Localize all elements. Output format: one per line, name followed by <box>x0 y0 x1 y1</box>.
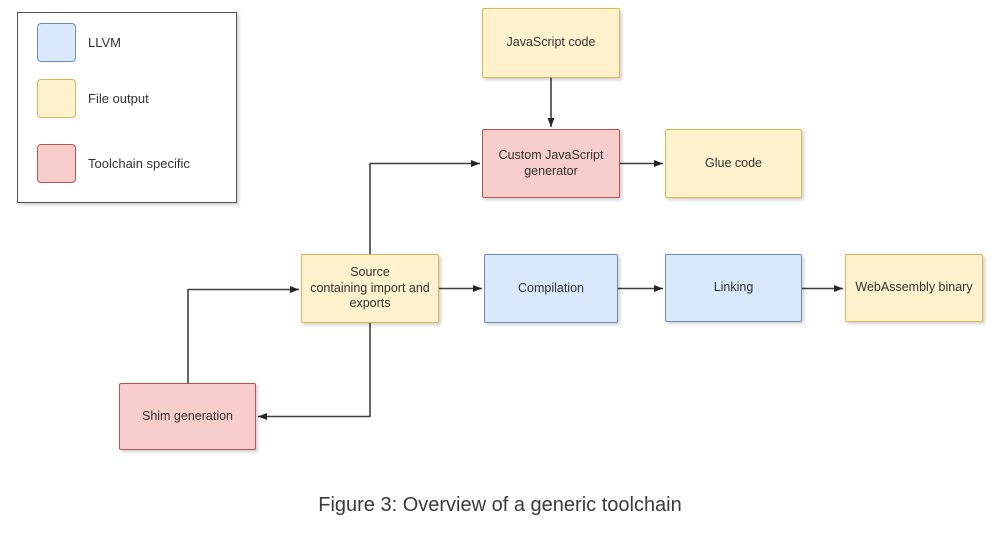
node-compilation-label: Compilation <box>517 280 584 295</box>
node-webassembly-binary: WebAssembly binary <box>845 254 983 322</box>
node-javascript-code: JavaScript code <box>482 8 620 78</box>
legend-swatch-toolchain-specific-icon <box>37 144 76 183</box>
node-source-label: Source containing import and exports <box>310 265 430 311</box>
edge-source-to-shimgeneration <box>258 323 371 420</box>
node-webassembly-binary-label: WebAssembly binary <box>855 280 973 295</box>
node-glue-code: Glue code <box>665 129 802 198</box>
node-javascript-code-label: JavaScript code <box>506 35 596 50</box>
node-linking-label: Linking <box>713 280 754 295</box>
legend: LLVM File output Toolchain specific <box>17 12 237 203</box>
legend-label-toolchain-specific: Toolchain specific <box>88 156 190 171</box>
node-compilation: Compilation <box>484 254 618 323</box>
node-source-containing-import-and-exports: Source containing import and exports <box>301 254 439 323</box>
legend-swatch-llvm-icon <box>37 23 76 62</box>
node-linking: Linking <box>665 254 802 322</box>
legend-item-toolchain-specific: Toolchain specific <box>37 144 190 183</box>
legend-swatch-file-output-icon <box>37 79 76 118</box>
edge-shimgeneration-to-source <box>187 286 299 383</box>
node-custom-javascript-generator-label: Custom JavaScript generator <box>498 147 604 178</box>
legend-label-llvm: LLVM <box>88 35 121 50</box>
node-shim-generation-label: Shim generation <box>141 408 234 423</box>
node-shim-generation: Shim generation <box>119 383 256 450</box>
legend-item-file-output: File output <box>37 79 149 118</box>
legend-item-llvm: LLVM <box>37 23 121 62</box>
figure-caption: Figure 3: Overview of a generic toolchai… <box>318 494 682 516</box>
legend-label-file-output: File output <box>88 91 149 106</box>
edge-source-to-customjsgen <box>369 160 480 254</box>
node-custom-javascript-generator: Custom JavaScript generator <box>482 129 620 198</box>
node-glue-code-label: Glue code <box>705 155 762 170</box>
